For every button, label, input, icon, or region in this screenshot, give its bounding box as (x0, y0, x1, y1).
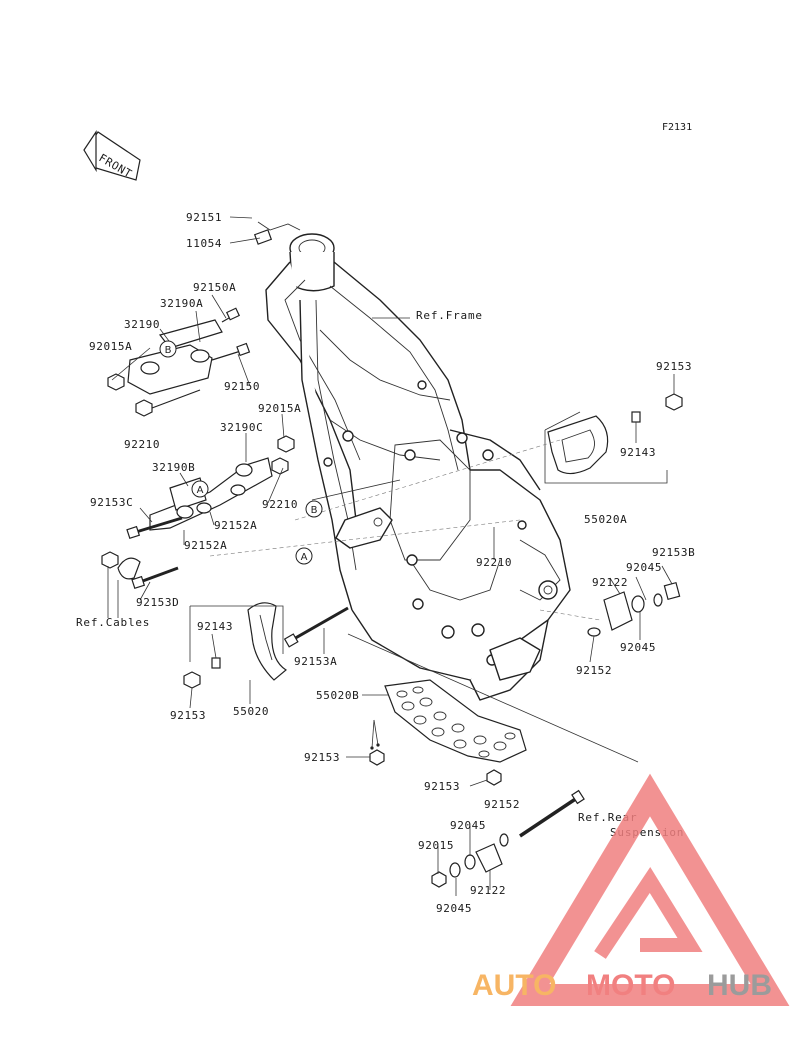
right-frame-guard-group (544, 393, 683, 484)
part-number-92150a: 92150A (193, 281, 236, 294)
part-number-92015a-upper: 92015A (89, 340, 132, 353)
bubble-b-bracket: B (159, 340, 177, 358)
watermark-text-hub: HUB (707, 969, 772, 1002)
leader-lines (107, 216, 675, 896)
part-number-55020b: 55020B (316, 689, 359, 702)
part-number-32190: 32190 (124, 318, 160, 331)
diagram-code: F2131 (662, 122, 692, 133)
alignment-lines (209, 439, 601, 621)
part-number-92153a: 92153A (294, 655, 337, 668)
part-number-55020: 55020 (233, 705, 269, 718)
svg-text:A: A (197, 485, 204, 496)
part-number-92152-right: 92152 (576, 664, 612, 677)
part-number-92045-right-top: 92045 (626, 561, 662, 574)
part-number-labels: 92151 11054 92150A 32190A 32190 92015A 9… (89, 211, 695, 915)
part-number-92153b: 92153B (652, 546, 695, 559)
watermark-text-moto: MOTO (586, 969, 675, 1002)
part-number-92152a-left: 92152A (184, 539, 227, 552)
part-number-55020a: 55020A (584, 513, 627, 526)
part-number-92152a-right: 92152A (214, 519, 257, 532)
bubble-a-frame: A (295, 547, 313, 565)
left-frame-guard-group (183, 602, 349, 689)
svg-text:A: A (301, 552, 308, 563)
part-number-92045-right-bottom: 92045 (620, 641, 656, 654)
part-number-92153-skid-left: 92153 (304, 751, 340, 764)
part-number-92153-skid-bottom: 92153 (424, 780, 460, 793)
part-number-92153-left: 92153 (170, 709, 206, 722)
svg-text:B: B (165, 345, 172, 356)
part-number-92122-lower: 92122 (470, 884, 506, 897)
part-number-92150: 92150 (224, 380, 260, 393)
bubble-b-frame: B (305, 500, 323, 518)
part-number-92015a-lower: 92015A (258, 402, 301, 415)
part-number-92210-right: 92210 (476, 556, 512, 569)
ref-cables-label: Ref.Cables (76, 616, 150, 629)
automotohub-watermark: AUTO MOTO HUB (472, 773, 790, 1006)
part-number-92210-center: 92210 (262, 498, 298, 511)
part-number-32190c: 32190C (220, 421, 263, 434)
watermark-text-auto: AUTO (472, 969, 556, 1002)
ref-frame-label: Ref.Frame (416, 309, 483, 322)
part-number-92153-right: 92153 (656, 360, 692, 373)
part-number-11054: 11054 (186, 237, 222, 250)
svg-text:B: B (311, 505, 318, 516)
watermark-triangle-logo (510, 773, 790, 1006)
part-number-92045-lower-bottom: 92045 (436, 902, 472, 915)
part-number-92143-right: 92143 (620, 446, 656, 459)
bubble-a-bracket: A (191, 480, 209, 498)
part-number-32190a: 32190A (160, 297, 203, 310)
front-arrow-icon: FRONT (83, 130, 141, 181)
front-engine-bracket-group (101, 435, 295, 590)
part-number-92122-right: 92122 (592, 576, 628, 589)
part-number-32190b: 32190B (152, 461, 195, 474)
part-number-92153d: 92153D (136, 596, 179, 609)
part-number-92152-bottom: 92152 (484, 798, 520, 811)
upper-engine-bracket-group (107, 307, 251, 417)
part-number-92210-left: 92210 (124, 438, 160, 451)
part-number-92045-lower-top: 92045 (450, 819, 486, 832)
pivot-collar-group (587, 581, 681, 637)
main-frame (253, 221, 571, 701)
part-number-92151: 92151 (186, 211, 222, 224)
rear-suspension-collar-group (431, 789, 585, 888)
part-number-92015: 92015 (418, 839, 454, 852)
part-number-92143-left: 92143 (197, 620, 233, 633)
skid-plate (369, 679, 527, 786)
part-number-92153c: 92153C (90, 496, 133, 509)
